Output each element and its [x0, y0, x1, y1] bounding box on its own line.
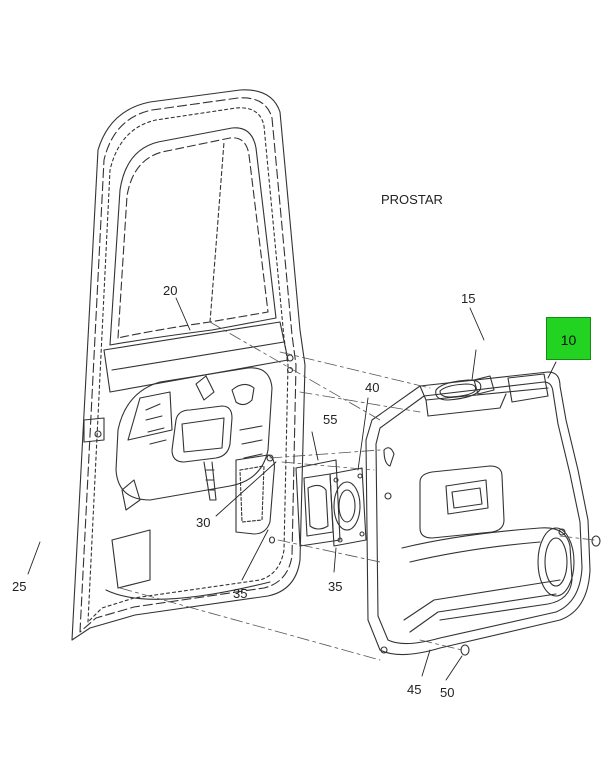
callout-35-left[interactable]: 35: [233, 586, 248, 601]
callout-55[interactable]: 55: [323, 412, 338, 427]
door-frame: [71, 89, 306, 641]
model-label: PROSTAR: [381, 192, 443, 207]
callout-20[interactable]: 20: [163, 283, 178, 298]
callout-30[interactable]: 30: [196, 515, 211, 530]
callout-10-highlight[interactable]: 10: [546, 317, 591, 360]
fasteners: [266, 454, 601, 656]
callout-50[interactable]: 50: [440, 685, 455, 700]
callout-10: 10: [560, 332, 577, 348]
callout-25[interactable]: 25: [12, 579, 27, 594]
callout-45[interactable]: 45: [407, 682, 422, 697]
callout-15[interactable]: 15: [461, 291, 476, 306]
door-trim-panel: [365, 371, 591, 656]
speaker: [329, 467, 367, 547]
callout-40[interactable]: 40: [365, 380, 380, 395]
alignment-lines: [119, 321, 595, 661]
callout-35-right[interactable]: 35: [328, 579, 343, 594]
leader-lines: [27, 297, 557, 681]
door-latch-mechanism: [111, 367, 275, 589]
